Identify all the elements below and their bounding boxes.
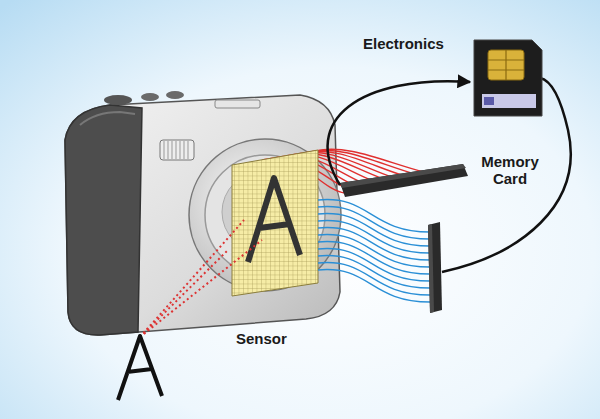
data-wire [328,81,470,185]
electronics-unit: Electronics [340,32,470,202]
sensor-label: Sensor [236,330,287,347]
memory-card: Memory Card [470,35,550,187]
part-name: Memory Card [474,153,546,187]
card-shape [472,38,544,118]
part-name: Electronics [363,35,470,52]
